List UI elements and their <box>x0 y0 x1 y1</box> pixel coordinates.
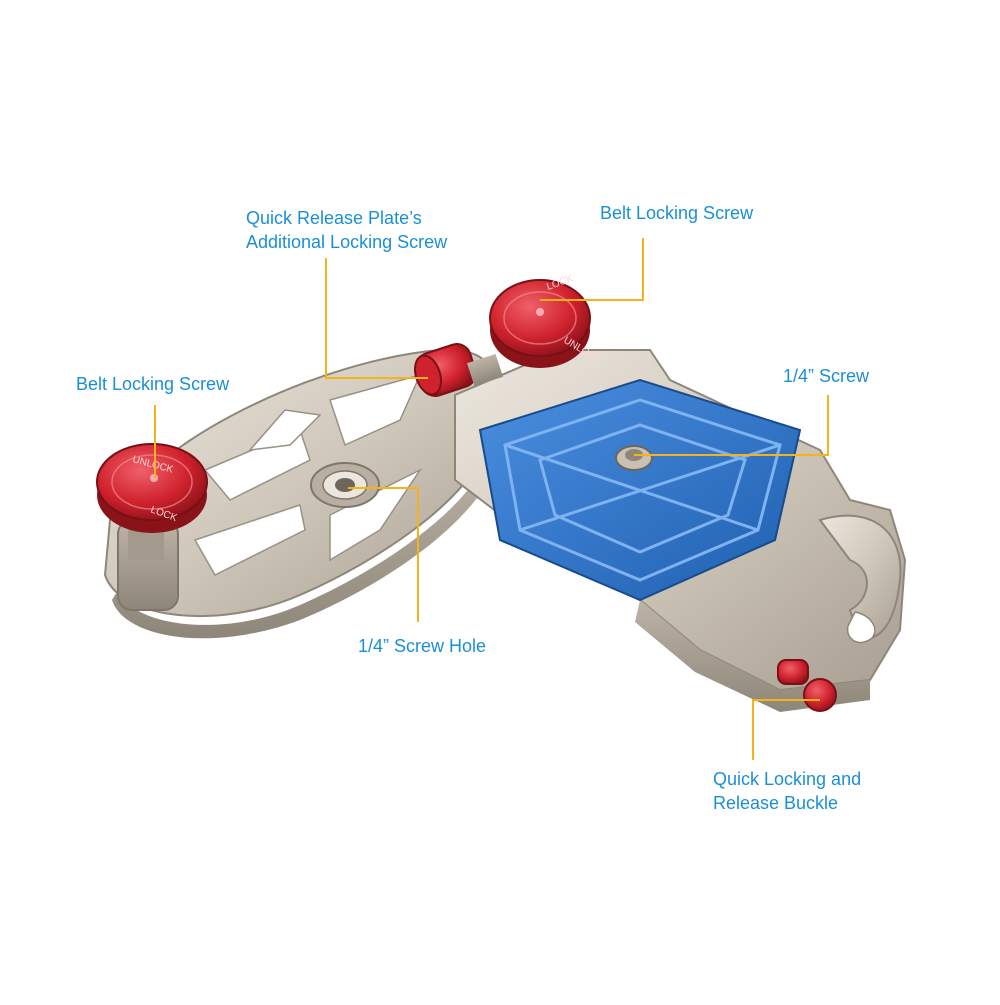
label-qr-plate-screw-line1: Quick Release Plate’s <box>246 208 422 228</box>
label-quarter-hole: 1/4” Screw Hole <box>358 634 486 658</box>
leader-lines <box>154 238 829 760</box>
leader-qr-plate-screw <box>325 258 428 379</box>
label-belt-screw-left-line1: Belt Locking Screw <box>76 374 230 394</box>
leader-quarter-screw <box>634 395 829 456</box>
label-quick-buckle-line1: Quick Locking and <box>713 769 862 789</box>
plate-cutouts <box>193 373 423 576</box>
label-quarter-hole-line1: 1/4” Screw Hole <box>358 636 487 656</box>
quick-release-buckle-knob <box>777 659 837 712</box>
quick-release-plate <box>478 378 802 602</box>
leader-quarter-hole <box>348 487 419 622</box>
leader-belt-screw-top <box>540 238 644 301</box>
label-belt-screw-top-line1: Belt Locking Screw <box>600 203 754 223</box>
screw-hole <box>310 462 380 508</box>
label-quick-buckle-line2: Release Buckle <box>713 793 839 813</box>
label-quarter-screw: 1/4” Screw <box>783 364 869 388</box>
label-qr-plate-screw-line2: Additional Locking Screw <box>246 232 448 252</box>
label-belt-screw-left: Belt Locking Screw <box>76 372 229 396</box>
additional-locking-knob <box>414 343 503 397</box>
label-quick-buckle: Quick Locking and Release Buckle <box>713 767 861 815</box>
quarter-inch-screw <box>615 445 653 471</box>
label-quarter-screw-line1: 1/4” Screw <box>783 366 870 386</box>
belt-locking-knob-top: UNLOCK LOCK <box>489 273 603 368</box>
label-qr-plate-screw: Quick Release Plate’s Additional Locking… <box>246 206 447 254</box>
belt-locking-knob-left: UNLOCK LOCK <box>96 443 208 611</box>
leader-quick-buckle <box>752 699 820 760</box>
label-belt-screw-top: Belt Locking Screw <box>600 201 753 225</box>
